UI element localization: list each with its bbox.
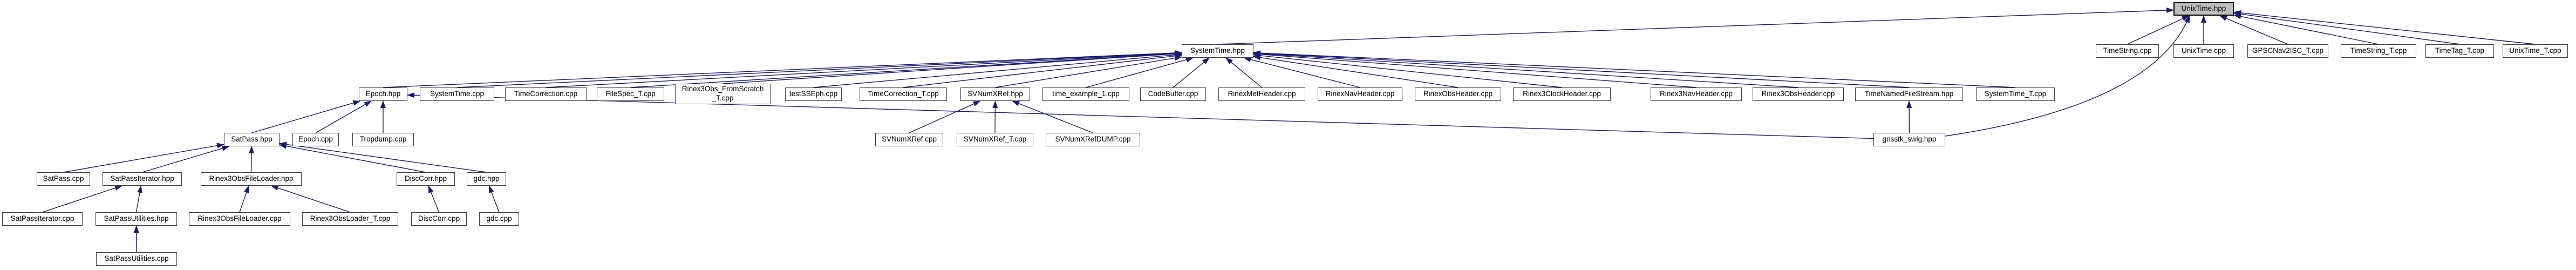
edge-satpassutilities-hpp-to-satpassiterator-hpp — [135, 185, 142, 213]
node-satpassutilities-hpp[interactable]: SatPassUtilities.hpp — [96, 212, 177, 226]
edge-codebuffer-cpp-to-systemtime-hpp — [1173, 57, 1210, 88]
edge-filespec-t-cpp-to-systemtime-hpp — [630, 51, 1182, 88]
node-disccorr-cpp[interactable]: DiscCorr.cpp — [411, 212, 467, 226]
edge-time-example-1-cpp-to-systemtime-hpp — [1086, 57, 1194, 88]
node-systemtime-hpp[interactable]: SystemTime.hpp — [1182, 44, 1253, 58]
node-rinex3obsheader-cpp[interactable]: Rinex3ObsHeader.cpp — [1753, 87, 1844, 101]
edge-satpassiterator-hpp-to-satpass-hpp — [142, 145, 230, 173]
edge-rinex3clockheader-cpp-to-systemtime-hpp — [1253, 52, 1562, 88]
node-rinex3obs-fromscratch-t-cpp[interactable]: Rinex3Obs_FromScratch _T.cpp — [675, 84, 771, 104]
node-unixtime-hpp: UnixTime.hpp — [2173, 2, 2234, 16]
edge-timecorrection-t-cpp-to-systemtime-hpp — [903, 53, 1182, 88]
node-timecorrection-t-cpp[interactable]: TimeCorrection_T.cpp — [860, 87, 947, 101]
node-satpass-cpp[interactable]: SatPass.cpp — [37, 172, 90, 186]
node-unixtime-t-cpp[interactable]: UnixTime_T.cpp — [2503, 44, 2568, 58]
edge-svnumxrefdump-cpp-to-svnumxref-hpp — [1012, 100, 1093, 133]
edge-rinex3obs-fromscratch-t-cpp-to-systemtime-hpp — [723, 51, 1182, 84]
node-testsseph-cpp[interactable]: testSSEph.cpp — [785, 87, 842, 101]
edge-rinex3obsfileloader-hpp-to-satpass-hpp — [249, 146, 255, 173]
node-gdc-hpp[interactable]: gdc.hpp — [467, 172, 506, 186]
node-satpass-hpp[interactable]: SatPass.hpp — [224, 133, 280, 146]
edge-svnumxref-cpp-to-svnumxref-hpp — [909, 100, 981, 133]
node-rinexmetheader-cpp[interactable]: RinexMetHeader.cpp — [1218, 87, 1305, 101]
node-tropdump-cpp[interactable]: Tropdump.cpp — [352, 133, 414, 146]
edge-timetag-t-cpp-to-unixtime-hpp — [2233, 11, 2460, 45]
edge-epoch-hpp-to-systemtime-hpp — [383, 50, 1182, 88]
node-rinex3obsfileloader-cpp[interactable]: Rinex3ObsFileLoader.cpp — [189, 212, 290, 226]
edge-satpass-hpp-to-epoch-hpp — [251, 100, 361, 133]
edge-timenamedfilestream-hpp-to-systemtime-hpp — [1253, 50, 1910, 88]
edge-rinexnavheader-cpp-to-systemtime-hpp — [1243, 57, 1360, 88]
node-rinex3obsloader-t-cpp[interactable]: Rinex3ObsLoader_T.cpp — [302, 212, 398, 226]
edge-rinex3navheader-cpp-to-systemtime-hpp — [1253, 51, 1696, 88]
edge-timestring-t-cpp-to-unixtime-hpp — [2233, 14, 2379, 45]
node-rinex3navheader-cpp[interactable]: Rinex3NavHeader.cpp — [1651, 87, 1742, 101]
node-rinexnavheader-cpp[interactable]: RinexNavHeader.cpp — [1318, 87, 1402, 101]
edge-timecorrection-cpp-to-systemtime-hpp — [546, 50, 1182, 88]
edge-unixtime-t-cpp-to-unixtime-hpp — [2233, 10, 2536, 45]
edge-gnsstk-swig-hpp-to-epoch-hpp — [407, 92, 1874, 139]
node-rinexobsheader-cpp[interactable]: RinexObsHeader.cpp — [1415, 87, 1501, 101]
edge-systemtime-hpp-to-unixtime-hpp — [1217, 7, 2174, 45]
node-rinex3clockheader-cpp[interactable]: Rinex3ClockHeader.cpp — [1513, 87, 1611, 101]
edge-gnsstk-swig-hpp-to-unixtime-hpp — [1945, 15, 2190, 137]
edge-svnumxref-hpp-to-systemtime-hpp — [995, 55, 1182, 88]
edge-epoch-cpp-to-epoch-hpp — [315, 100, 372, 133]
node-disccorr-hpp[interactable]: DiscCorr.hpp — [397, 172, 455, 186]
node-filespec-t-cpp[interactable]: FileSpec_T.cpp — [597, 87, 664, 101]
edge-disccorr-hpp-to-satpass-hpp — [279, 143, 426, 173]
node-svnumxrefdump-cpp[interactable]: SVNumXRefDUMP.cpp — [1046, 133, 1140, 146]
edge-testsseph-cpp-to-systemtime-hpp — [813, 52, 1182, 88]
edge-rinexobsheader-cpp-to-systemtime-hpp — [1253, 55, 1459, 88]
edge-gdc-hpp-to-satpass-hpp — [279, 141, 487, 173]
node-gnsstk-swig-hpp[interactable]: gnsstk_swig.hpp — [1873, 133, 1945, 146]
node-systemtime-cpp[interactable]: SystemTime.cpp — [420, 87, 494, 101]
node-svnumxref-t-cpp[interactable]: SVNumXRef_T.cpp — [957, 133, 1033, 146]
node-gdc-cpp[interactable]: gdc.cpp — [479, 212, 519, 226]
edge-disccorr-cpp-to-disccorr-hpp — [428, 185, 440, 213]
edge-rinex3obsloader-t-cpp-to-rinex3obsfileloader-hpp — [270, 185, 351, 213]
node-satpassutilities-cpp[interactable]: SatPassUtilities.cpp — [96, 252, 177, 266]
node-timestring-cpp[interactable]: TimeString.cpp — [2096, 44, 2159, 58]
edge-systemtime-t-cpp-to-systemtime-hpp — [1253, 50, 2016, 88]
node-timetag-t-cpp[interactable]: TimeTag_T.cpp — [2425, 44, 2494, 58]
node-satpassiterator-hpp[interactable]: SatPassIterator.hpp — [103, 172, 182, 186]
node-gpscnav2isc-t-cpp[interactable]: GPSCNav2ISC_T.cpp — [2247, 44, 2328, 58]
node-satpassiterator-cpp[interactable]: SatPassIterator.cpp — [2, 212, 83, 226]
node-unixtime-cpp[interactable]: UnixTime.cpp — [2173, 44, 2234, 58]
node-codebuffer-cpp[interactable]: CodeBuffer.cpp — [1140, 87, 1206, 101]
edge-timestring-cpp-to-unixtime-hpp — [2127, 15, 2190, 45]
edge-systemtime-cpp-to-systemtime-hpp — [456, 50, 1182, 88]
node-svnumxref-cpp[interactable]: SVNumXRef.cpp — [875, 133, 943, 146]
edge-satpassiterator-cpp-to-satpassiterator-hpp — [42, 185, 122, 213]
node-systemtime-t-cpp[interactable]: SystemTime_T.cpp — [1976, 87, 2055, 101]
node-timenamedfilestream-hpp[interactable]: TimeNamedFileStream.hpp — [1855, 87, 1963, 101]
node-epoch-cpp[interactable]: Epoch.cpp — [292, 133, 339, 146]
node-rinex3obsfileloader-hpp[interactable]: Rinex3ObsFileLoader.hpp — [201, 172, 302, 186]
node-svnumxref-hpp[interactable]: SVNumXRef.hpp — [960, 87, 1030, 101]
node-timecorrection-cpp[interactable]: TimeCorrection.cpp — [505, 87, 587, 101]
edge-rinex3obsfileloader-cpp-to-rinex3obsfileloader-hpp — [239, 185, 249, 213]
node-epoch-hpp[interactable]: Epoch.hpp — [359, 87, 407, 101]
edge-gdc-cpp-to-gdc-hpp — [488, 185, 500, 213]
node-timestring-t-cpp[interactable]: TimeString_T.cpp — [2341, 44, 2416, 58]
edge-gpscnav2isc-t-cpp-to-unixtime-hpp — [2219, 15, 2288, 45]
edge-rinex3obsheader-cpp-to-systemtime-hpp — [1253, 51, 1798, 88]
node-time-example-1-cpp[interactable]: time_example_1.cpp — [1042, 87, 1129, 101]
edge-rinexmetheader-cpp-to-systemtime-hpp — [1225, 57, 1262, 88]
edge-satpass-cpp-to-satpass-hpp — [63, 143, 224, 173]
